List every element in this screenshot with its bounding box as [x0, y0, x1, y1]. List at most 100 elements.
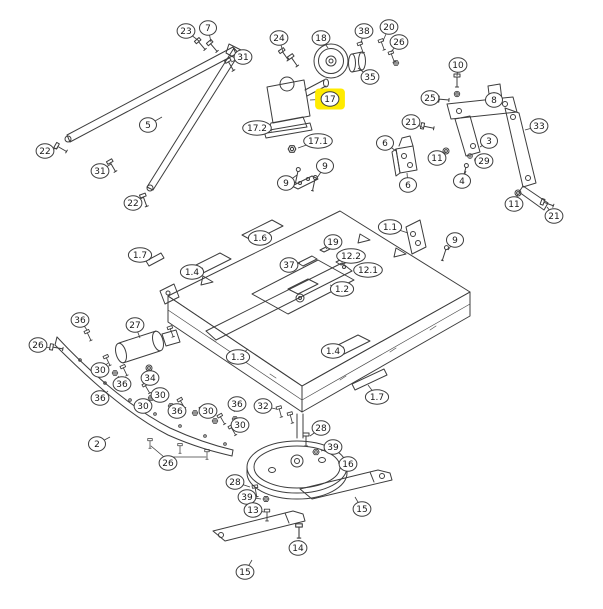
- part-callout-9[interactable]: 9: [277, 174, 298, 191]
- part-callout-2[interactable]: 2: [88, 436, 111, 452]
- part-callout-17.2[interactable]: 17.2: [242, 120, 273, 136]
- part-callout-6[interactable]: 6: [376, 135, 397, 152]
- part-callout-17.1[interactable]: 17.1: [297, 133, 333, 149]
- part-callout-35[interactable]: 35: [357, 67, 380, 85]
- part-callout-5[interactable]: 5: [139, 116, 163, 133]
- svg-text:20: 20: [383, 23, 395, 33]
- part-callout-3[interactable]: 3: [479, 133, 498, 149]
- part-callout-30[interactable]: 30: [150, 387, 170, 403]
- part-callout-30[interactable]: 30: [230, 417, 250, 433]
- svg-text:8: 8: [491, 96, 497, 106]
- part-callout-15[interactable]: 15: [352, 496, 372, 517]
- part-callout-27[interactable]: 27: [125, 317, 145, 339]
- part-callout-20[interactable]: 20: [379, 19, 399, 42]
- part-callout-10[interactable]: 10: [448, 57, 468, 77]
- part-callout-39[interactable]: 39: [237, 489, 262, 505]
- svg-text:28: 28: [315, 424, 327, 434]
- svg-text:9: 9: [322, 162, 328, 172]
- part-callout-15[interactable]: 15: [235, 559, 255, 580]
- part-callout-1.6[interactable]: 1.6: [247, 230, 273, 246]
- part-callout-14[interactable]: 14: [288, 539, 308, 556]
- svg-text:11: 11: [508, 200, 519, 210]
- svg-text:33: 33: [533, 122, 544, 132]
- part-callout-34[interactable]: 34: [140, 369, 160, 386]
- part-callout-37[interactable]: 37: [279, 257, 301, 273]
- deck-drawing: [145, 210, 471, 413]
- svg-text:1.6: 1.6: [253, 234, 268, 244]
- part-callout-13[interactable]: 13: [243, 502, 265, 518]
- part-callout-1.7[interactable]: 1.7: [127, 247, 153, 263]
- part-callout-21[interactable]: 21: [401, 114, 425, 130]
- part-callout-16[interactable]: 16: [337, 456, 358, 472]
- svg-text:12.1: 12.1: [358, 266, 378, 276]
- part-callout-30[interactable]: 30: [90, 362, 110, 378]
- part-callout-17[interactable]: 17: [309, 88, 345, 110]
- part-callout-23[interactable]: 23: [176, 23, 200, 42]
- part-callout-30[interactable]: 30: [198, 403, 218, 419]
- part-callout-1.7[interactable]: 1.7: [364, 384, 390, 405]
- part-callout-12.1[interactable]: 12.1: [353, 262, 383, 278]
- part-callout-26[interactable]: 26: [158, 455, 178, 471]
- svg-text:36: 36: [94, 394, 106, 404]
- part-callout-29[interactable]: 29: [474, 153, 494, 169]
- part-callout-24[interactable]: 24: [269, 30, 289, 53]
- part-callout-7[interactable]: 7: [199, 20, 217, 43]
- part-callout-9[interactable]: 9: [446, 232, 464, 251]
- part-callout-8[interactable]: 8: [485, 92, 503, 108]
- svg-text:11: 11: [431, 154, 442, 164]
- svg-text:21: 21: [405, 118, 416, 128]
- part-callout-32[interactable]: 32: [253, 398, 277, 414]
- part-callout-1.2[interactable]: 1.2: [329, 281, 355, 297]
- part-callout-33[interactable]: 33: [524, 118, 549, 134]
- part-callout-1.4[interactable]: 1.4: [320, 343, 346, 359]
- part-callout-1.4[interactable]: 1.4: [179, 264, 205, 280]
- svg-text:10: 10: [452, 61, 464, 71]
- part-callout-38[interactable]: 38: [354, 23, 374, 44]
- svg-text:1.7: 1.7: [133, 251, 147, 261]
- part-callout-22[interactable]: 22: [123, 195, 145, 211]
- part-callout-26[interactable]: 26: [28, 337, 51, 353]
- part-callout-39[interactable]: 39: [320, 439, 343, 455]
- svg-text:15: 15: [356, 505, 367, 515]
- part-callout-4[interactable]: 4: [453, 170, 471, 189]
- part-callout-30[interactable]: 30: [133, 398, 153, 414]
- part-callout-31[interactable]: 31: [90, 163, 112, 179]
- svg-text:35: 35: [364, 73, 375, 83]
- part-callout-26[interactable]: 26: [389, 34, 409, 53]
- svg-text:22: 22: [127, 199, 138, 209]
- part-callout-36[interactable]: 36: [112, 375, 132, 392]
- part-callout-19[interactable]: 19: [323, 234, 343, 250]
- part-callout-9[interactable]: 9: [316, 158, 334, 179]
- svg-text:28: 28: [229, 478, 241, 488]
- part-callout-21[interactable]: 21: [544, 206, 564, 224]
- part-callout-11[interactable]: 11: [504, 193, 524, 212]
- svg-text:23: 23: [180, 27, 191, 37]
- part-callout-31[interactable]: 31: [230, 49, 253, 65]
- svg-text:6: 6: [382, 139, 388, 149]
- part-callout-1.1[interactable]: 1.1: [377, 219, 409, 235]
- part-callout-36[interactable]: 36: [227, 396, 247, 413]
- part-callout-25[interactable]: 25: [420, 90, 441, 106]
- part-callout-11[interactable]: 11: [427, 150, 447, 166]
- part-callout-36[interactable]: 36: [167, 403, 187, 419]
- gearbox-drawing: [263, 76, 329, 192]
- part-callout-1.3[interactable]: 1.3: [225, 348, 251, 365]
- part-callout-18[interactable]: 18: [311, 30, 331, 49]
- part-callout-12.2[interactable]: 12.2: [336, 248, 366, 264]
- part-callout-28[interactable]: 28: [309, 420, 331, 437]
- svg-text:16: 16: [342, 460, 354, 470]
- svg-text:39: 39: [241, 493, 253, 503]
- part-callout-36[interactable]: 36: [70, 312, 90, 331]
- svg-text:39: 39: [327, 443, 339, 453]
- part-callout-36[interactable]: 36: [90, 390, 110, 406]
- svg-text:29: 29: [478, 157, 490, 167]
- svg-text:18: 18: [315, 34, 327, 44]
- svg-text:2: 2: [94, 440, 100, 450]
- part-callout-6[interactable]: 6: [399, 172, 417, 193]
- svg-text:9: 9: [452, 236, 458, 246]
- svg-text:30: 30: [202, 407, 214, 417]
- part-callout-28[interactable]: 28: [225, 474, 251, 490]
- part-callout-22[interactable]: 22: [35, 143, 59, 159]
- svg-text:31: 31: [237, 53, 248, 63]
